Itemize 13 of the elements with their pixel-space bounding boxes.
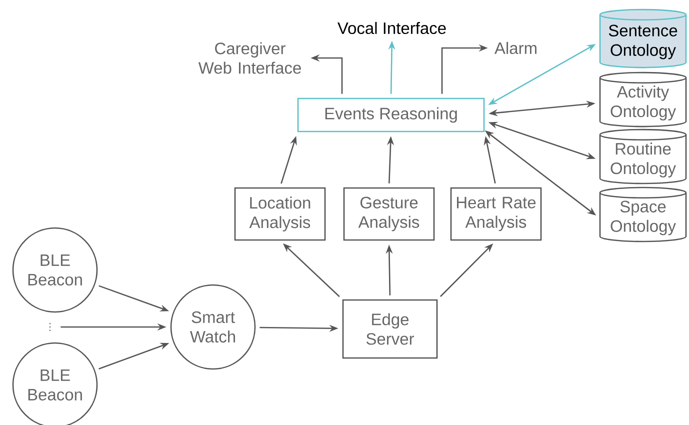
ellipsis-text: ⋮ [50,322,51,332]
output-label: Caregiver Web Interface [198,42,301,74]
process-box: Location Analysis [234,187,326,241]
process-box: Events Reasoning [297,98,485,132]
process-box: Edge Server [342,299,438,359]
database-cylinder: Routine Ontology [599,128,687,184]
database-cylinder: Sentence Ontology [599,8,687,68]
database-cylinder: Activity Ontology [599,72,687,128]
database-cylinder: Space Ontology [599,186,687,242]
output-label: Vocal Interface [338,22,446,34]
process-box: Heart Rate Analysis [450,187,542,241]
output-label: Alarm [494,42,536,54]
process-box: Gesture Analysis [343,187,435,241]
